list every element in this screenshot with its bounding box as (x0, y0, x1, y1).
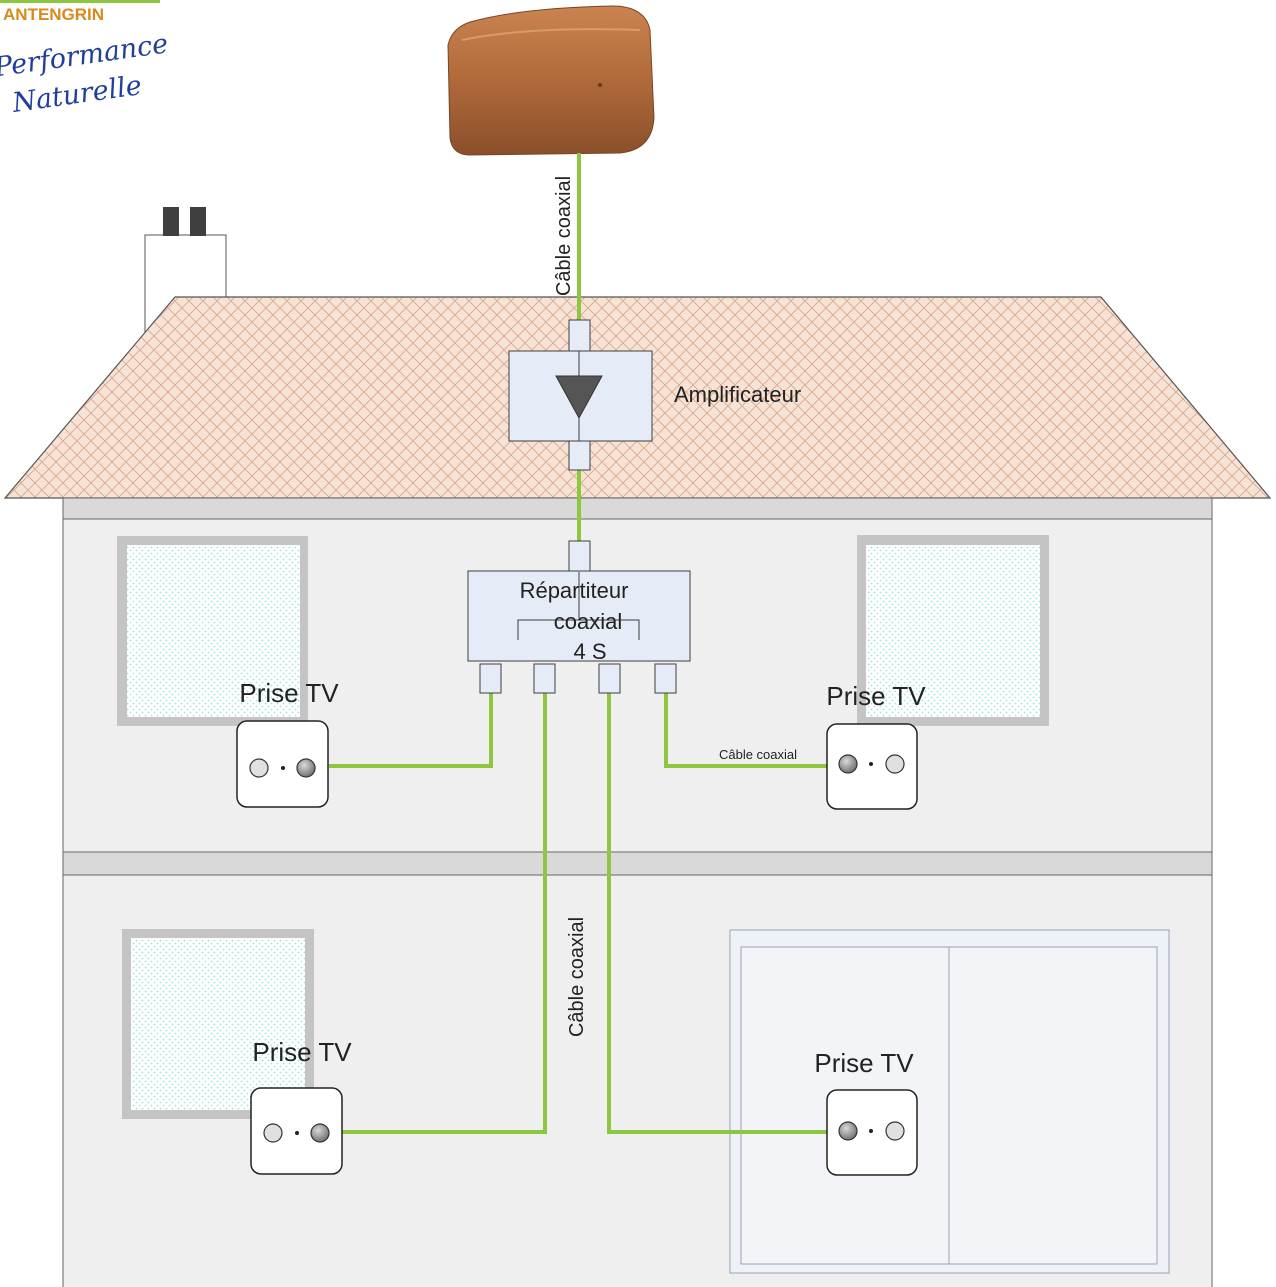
amplifier-input-connector (568, 319, 591, 353)
outlet-bottom-left (250, 1087, 343, 1175)
outlet-top-right (826, 723, 918, 810)
splitter-label-1: Répartiteur (520, 578, 629, 603)
window-top-left (117, 536, 308, 726)
cable-to-outlet-bottom-right (607, 692, 829, 1134)
outlet-top-left-label: Prise TV (239, 678, 339, 708)
amplifier (508, 319, 653, 471)
splitter-output-2 (533, 663, 556, 694)
outlet-top-left (236, 720, 329, 808)
outlet-top-right-label: Prise TV (826, 681, 926, 711)
logo-brand: ANTENGRIN (3, 5, 104, 24)
splitter-label-3: 4 S (573, 639, 606, 664)
vertical-cable-label: Câble coaxial (566, 917, 588, 1037)
amplifier-label: Amplificateur (674, 382, 801, 407)
window-bottom-left (122, 929, 314, 1119)
coax-outlet-icon (263, 1123, 330, 1143)
cable-to-outlet-top-left (329, 692, 493, 768)
small-cable-label: Câble coaxial (719, 747, 797, 762)
coax-outlet-icon (249, 758, 316, 778)
splitter (467, 540, 691, 694)
lower-floor-band (62, 851, 1213, 876)
logo-tagline-1: Performance (0, 28, 170, 83)
splitter-input-connector (568, 540, 591, 573)
coax-outlet-icon (838, 1121, 905, 1141)
splitter-output-3 (598, 663, 621, 694)
splitter-output-4 (654, 663, 677, 694)
triangle-amplifier-icon (555, 375, 603, 420)
coax-outlet-icon (838, 754, 905, 774)
antenna-cable-label: Câble coaxial (553, 176, 575, 296)
logo-bar (0, 0, 160, 3)
logo: ANTENGRIN Performance Naturelle (0, 0, 170, 119)
splitter-output-1 (479, 663, 502, 694)
coax-cables (329, 153, 829, 1134)
cable-to-outlet-top-right (664, 692, 829, 768)
amplifier-output-connector (568, 440, 591, 471)
cable-to-outlet-bottom-left (342, 692, 547, 1134)
upper-floor-band (62, 497, 1213, 520)
outlet-bottom-right-label: Prise TV (814, 1048, 914, 1078)
outlet-bottom-left-label: Prise TV (252, 1037, 352, 1067)
tv-antenna-icon (447, 5, 655, 156)
window-top-right (857, 535, 1049, 726)
outlet-bottom-right (826, 1089, 918, 1176)
glass-door (729, 929, 1170, 1274)
splitter-label-2: coaxial (554, 609, 622, 634)
